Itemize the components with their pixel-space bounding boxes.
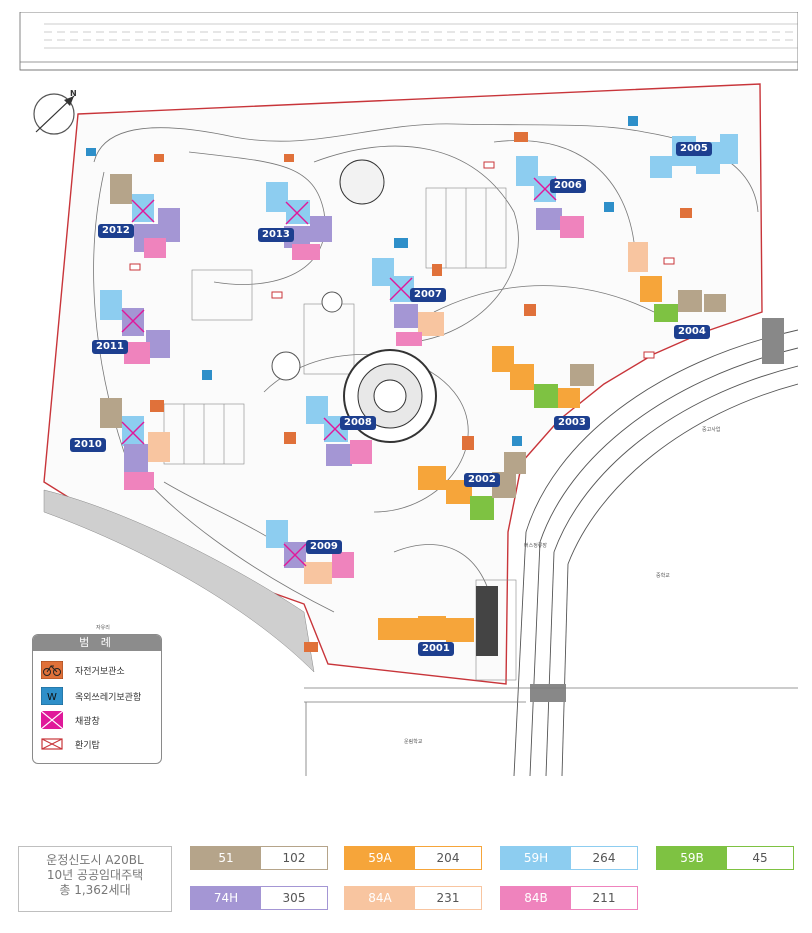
building-label-2013: 2013 bbox=[258, 228, 294, 242]
building-label-2005: 2005 bbox=[676, 142, 712, 156]
unit-count: 211 bbox=[571, 887, 637, 909]
building-label-2008: 2008 bbox=[340, 416, 376, 430]
bottom-road bbox=[304, 687, 798, 776]
site-plan-map: N bbox=[14, 11, 799, 777]
crosswalk-right bbox=[762, 318, 784, 364]
top-road bbox=[19, 11, 799, 71]
w-icon: W bbox=[41, 687, 63, 705]
ventilation-tower-icon bbox=[41, 735, 63, 753]
legend-item-bicycle: 자전거보관소 bbox=[41, 659, 125, 681]
road-label-bus: 버스정류장 bbox=[524, 543, 548, 549]
buildings bbox=[100, 134, 738, 656]
parking-lots bbox=[163, 187, 517, 681]
unit-count: 102 bbox=[261, 847, 327, 869]
building-label-2003: 2003 bbox=[554, 416, 590, 430]
legend-item-ventilation: 환기탑 bbox=[41, 733, 100, 755]
road-label-right-top: 중고사업 bbox=[702, 427, 721, 433]
unit-type-label: 84A bbox=[345, 887, 415, 909]
complex-summary: 운정신도시 A20BL 10년 공공임대주택 총 1,362세대 bbox=[18, 846, 172, 912]
unit-type-label: 59H bbox=[501, 847, 571, 869]
legend-panel: 범 례 자전거보관소 W 옥외쓰레기보관함 채광창 bbox=[32, 634, 162, 764]
road-label-left: 자유리 bbox=[96, 625, 110, 631]
road-label-bottom: 운림학교 bbox=[404, 739, 423, 745]
legend-label-waste: 옥외쓰레기보관함 bbox=[75, 692, 142, 703]
unit-type-84a: 84A 231 bbox=[344, 886, 482, 910]
building-label-2012: 2012 bbox=[98, 224, 134, 238]
facility-markers bbox=[86, 116, 692, 652]
building-label-2004: 2004 bbox=[674, 325, 710, 339]
north-arrow-icon: N bbox=[33, 89, 77, 135]
legend-item-waste: W 옥외쓰레기보관함 bbox=[41, 685, 141, 707]
unit-type-label: 59A bbox=[345, 847, 415, 869]
legend-label-bicycle: 자전거보관소 bbox=[75, 666, 125, 677]
unit-type-84b: 84B 211 bbox=[500, 886, 638, 910]
building-label-2002: 2002 bbox=[464, 473, 500, 487]
ventilation-markers bbox=[129, 161, 675, 359]
skylight-icon bbox=[41, 711, 63, 729]
legend-label-ventilation: 환기탑 bbox=[75, 740, 100, 751]
building-label-2006: 2006 bbox=[550, 179, 586, 193]
unit-type-label: 74H bbox=[191, 887, 261, 909]
unit-type-59a: 59A 204 bbox=[344, 846, 482, 870]
legend-item-skylight: 채광창 bbox=[41, 709, 100, 731]
unit-type-label: 84B bbox=[501, 887, 571, 909]
unit-count: 231 bbox=[415, 887, 481, 909]
building-label-2009: 2009 bbox=[306, 540, 342, 554]
unit-type-59h: 59H 264 bbox=[500, 846, 638, 870]
unit-type-74h: 74H 305 bbox=[190, 886, 328, 910]
bicycle-icon bbox=[41, 661, 63, 679]
building-label-2007: 2007 bbox=[410, 288, 446, 302]
planting-belt bbox=[43, 489, 315, 673]
unit-count: 264 bbox=[571, 847, 637, 869]
building-label-2001: 2001 bbox=[418, 642, 454, 656]
unit-count: 204 bbox=[415, 847, 481, 869]
building-label-2010: 2010 bbox=[70, 438, 106, 452]
building-label-2011: 2011 bbox=[92, 340, 128, 354]
summary-line-1: 운정신도시 A20BL bbox=[46, 853, 144, 867]
legend-title: 범 례 bbox=[33, 635, 161, 651]
unit-type-label: 51 bbox=[191, 847, 261, 869]
unit-type-51: 51 102 bbox=[190, 846, 328, 870]
legend-label-skylight: 채광창 bbox=[75, 716, 100, 727]
svg-text:N: N bbox=[70, 89, 77, 98]
skylight-markers bbox=[121, 177, 557, 567]
unit-count: 305 bbox=[261, 887, 327, 909]
site-plan-drawing: N bbox=[19, 11, 799, 777]
w-icon-glyph: W bbox=[47, 692, 57, 703]
unit-count: 45 bbox=[727, 847, 793, 869]
curved-boulevard bbox=[513, 329, 799, 777]
unit-type-59b: 59B 45 bbox=[656, 846, 794, 870]
unit-type-label: 59B bbox=[657, 847, 727, 869]
road-label-right-mid: 중학교 bbox=[656, 573, 670, 579]
summary-line-3: 총 1,362세대 bbox=[59, 883, 131, 897]
summary-line-2: 10년 공공임대주택 bbox=[46, 868, 144, 882]
crosswalk-bottom bbox=[530, 684, 566, 702]
